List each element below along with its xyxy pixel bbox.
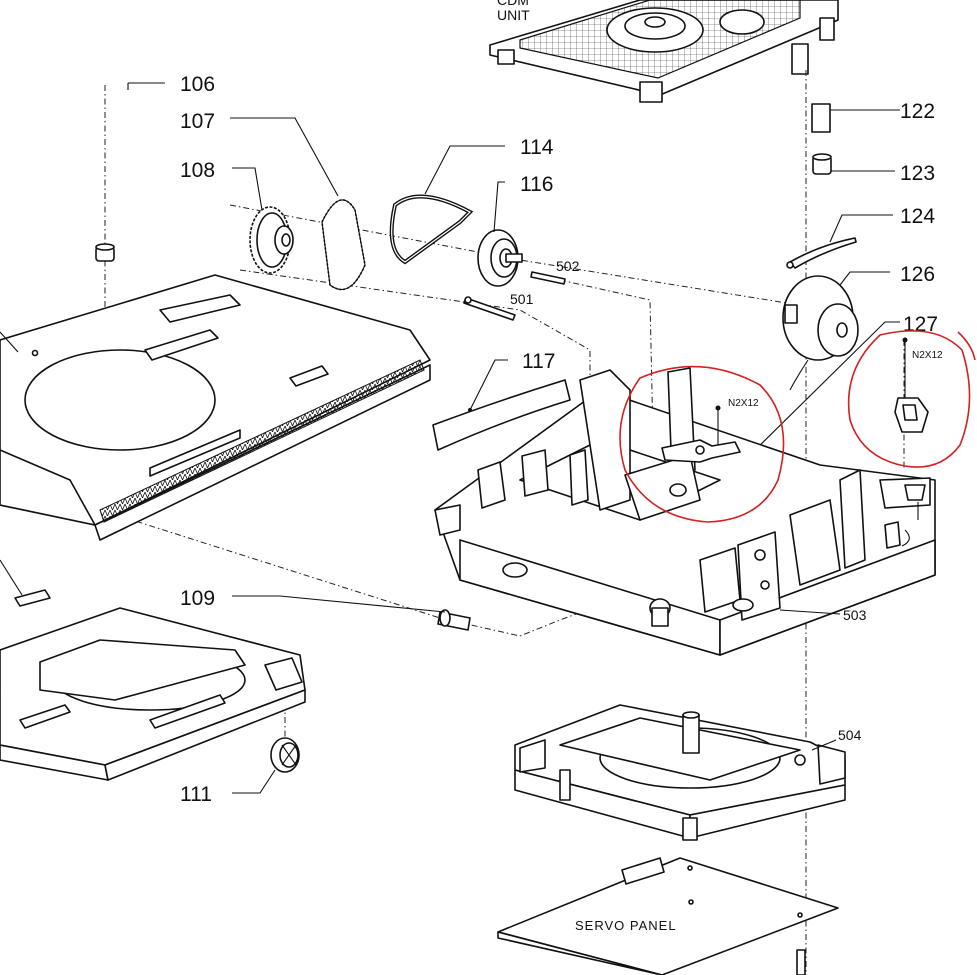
switch-assembly-right: N2X12 — [894, 337, 943, 433]
sub-frame: 504 — [514, 704, 862, 841]
part-502-number: 502 — [556, 258, 580, 274]
assembly-line-109 — [84, 504, 641, 637]
part-503: 503 — [779, 607, 867, 623]
part-108-gear: 108 — [180, 159, 294, 274]
screw-spec-right: N2X12 — [912, 350, 943, 361]
part-501-number: 501 — [510, 291, 534, 307]
servo-panel: SERVO PANEL — [497, 857, 839, 975]
part-114-belt: 114 — [389, 136, 554, 265]
annotation-circle-center — [619, 365, 785, 523]
slide-plate — [0, 559, 306, 781]
part-109-pin: 109 — [180, 587, 471, 631]
part-108-number: 108 — [180, 159, 215, 182]
cdm-unit: CDM UNIT — [489, 0, 839, 103]
cdm-unit-label-line1: CDM — [497, 0, 529, 8]
part-117-number: 117 — [522, 350, 555, 373]
part-106-number: 106 — [180, 73, 215, 96]
part-109-number: 109 — [180, 587, 215, 610]
part-504-number: 504 — [838, 727, 862, 743]
part-124-lever: 124 — [786, 205, 935, 269]
red-annotation-circles — [619, 330, 976, 523]
part-116-pulley: 116 — [477, 173, 553, 287]
part-111-roller: 111 — [180, 737, 300, 806]
part-117-strip: 117 — [432, 350, 571, 451]
part-124-number: 124 — [900, 205, 935, 228]
loading-tray — [0, 274, 431, 541]
part-107-number: 107 — [180, 110, 215, 133]
part-503-number: 503 — [843, 607, 867, 623]
part-502-shaft: 502 — [530, 258, 580, 285]
part-123-bushing: 123 — [812, 153, 935, 185]
cdm-unit-label-line2: UNIT — [497, 7, 530, 23]
switch-assembly-center: N2X12 — [661, 398, 759, 463]
servo-panel-label: SERVO PANEL — [575, 918, 677, 933]
part-501-shaft: 501 — [463, 291, 534, 321]
part-122-number: 122 — [900, 100, 935, 123]
part-122-spring: 122 — [811, 100, 935, 133]
part-116-number: 116 — [520, 173, 553, 196]
part-126-motor: 126 — [782, 263, 935, 391]
main-chassis — [434, 367, 936, 656]
annotation-circle-right — [847, 330, 971, 468]
part-107-belt: 107 — [180, 110, 366, 291]
screw-spec-center: N2X12 — [728, 398, 759, 409]
part-126-number: 126 — [900, 263, 935, 286]
part-111-number: 111 — [180, 783, 212, 806]
part-114-number: 114 — [520, 136, 554, 159]
part-123-number: 123 — [900, 162, 935, 185]
